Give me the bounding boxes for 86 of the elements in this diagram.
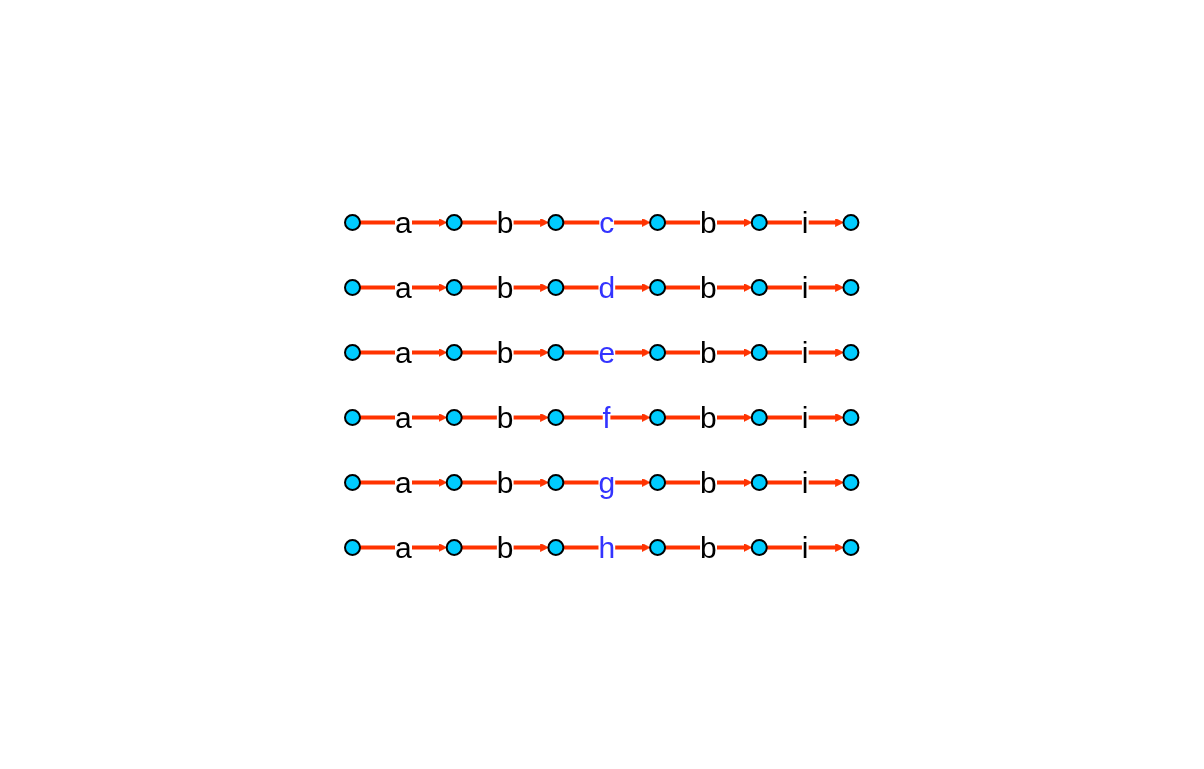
node-circle: [649, 213, 667, 231]
arrow: [767, 542, 845, 552]
node-circle: [547, 278, 565, 296]
arrow: [665, 477, 753, 487]
edge-label: a: [395, 270, 412, 304]
node-circle: [344, 343, 362, 361]
node-circle: [547, 213, 565, 231]
node-circle: [445, 473, 463, 491]
node-circle: [842, 473, 860, 491]
edge-label: b: [700, 335, 718, 369]
edge-label: b: [496, 335, 514, 369]
node-circle: [344, 278, 362, 296]
edge-label: b: [700, 270, 718, 304]
node-circle: [751, 408, 769, 426]
arrow: [767, 347, 845, 357]
node-circle: [445, 278, 463, 296]
node-circle: [842, 213, 860, 231]
node-circle: [649, 538, 667, 556]
edge-label: f: [602, 400, 612, 434]
node-circle: [751, 538, 769, 556]
edge-label: b: [496, 400, 514, 434]
node-circle: [445, 408, 463, 426]
arrow: [360, 412, 448, 422]
node-circle: [842, 278, 860, 296]
edge-label: i: [802, 205, 809, 239]
arrow: [665, 282, 753, 292]
edge-label: i: [802, 465, 809, 499]
node-circle: [842, 408, 860, 426]
edge-label: b: [496, 530, 514, 564]
edge-label: d: [598, 270, 616, 304]
edge-label: b: [496, 270, 514, 304]
edge-label: a: [395, 530, 412, 564]
arrow: [360, 217, 448, 227]
edge-label: a: [395, 335, 412, 369]
arrow: [665, 542, 753, 552]
edge-label: i: [802, 335, 809, 369]
edge-label: i: [802, 400, 809, 434]
edge-label: b: [700, 465, 718, 499]
edge-label: e: [598, 335, 616, 369]
arrow: [360, 282, 448, 292]
edge-label: b: [700, 530, 718, 564]
edge-label: c: [599, 205, 615, 239]
edge-label: a: [395, 400, 412, 434]
arrow: [665, 217, 753, 227]
arrow: [767, 282, 845, 292]
edge-label: b: [700, 400, 718, 434]
node-circle: [751, 473, 769, 491]
edge-label: i: [802, 530, 809, 564]
node-circle: [649, 473, 667, 491]
arrow: [563, 412, 651, 422]
arrow: [767, 217, 845, 227]
edge-label: b: [700, 205, 718, 239]
node-circle: [842, 343, 860, 361]
node-circle: [344, 408, 362, 426]
arrow: [563, 217, 651, 227]
edge-label: a: [395, 465, 412, 499]
node-circle: [547, 343, 565, 361]
arrow: [665, 347, 753, 357]
node-circle: [547, 538, 565, 556]
edge-label: a: [395, 205, 412, 239]
node-circle: [445, 213, 463, 231]
node-circle: [751, 343, 769, 361]
node-circle: [649, 343, 667, 361]
node-circle: [445, 343, 463, 361]
node-circle: [445, 538, 463, 556]
arrow: [767, 477, 845, 487]
arrow: [767, 412, 845, 422]
node-circle: [547, 408, 565, 426]
arrow: [360, 347, 448, 357]
node-circle: [344, 538, 362, 556]
arrow: [360, 477, 448, 487]
node-circle: [649, 408, 667, 426]
edge-label: h: [598, 530, 616, 564]
node-circle: [547, 473, 565, 491]
node-circle: [751, 278, 769, 296]
node-circle: [751, 213, 769, 231]
edge-label: b: [496, 465, 514, 499]
arrow: [665, 412, 753, 422]
node-circle: [344, 213, 362, 231]
node-circle: [344, 473, 362, 491]
edge-label: b: [496, 205, 514, 239]
arrow: [360, 542, 448, 552]
edge-label: g: [598, 465, 616, 499]
edge-label: i: [802, 270, 809, 304]
node-circle: [842, 538, 860, 556]
node-circle: [649, 278, 667, 296]
